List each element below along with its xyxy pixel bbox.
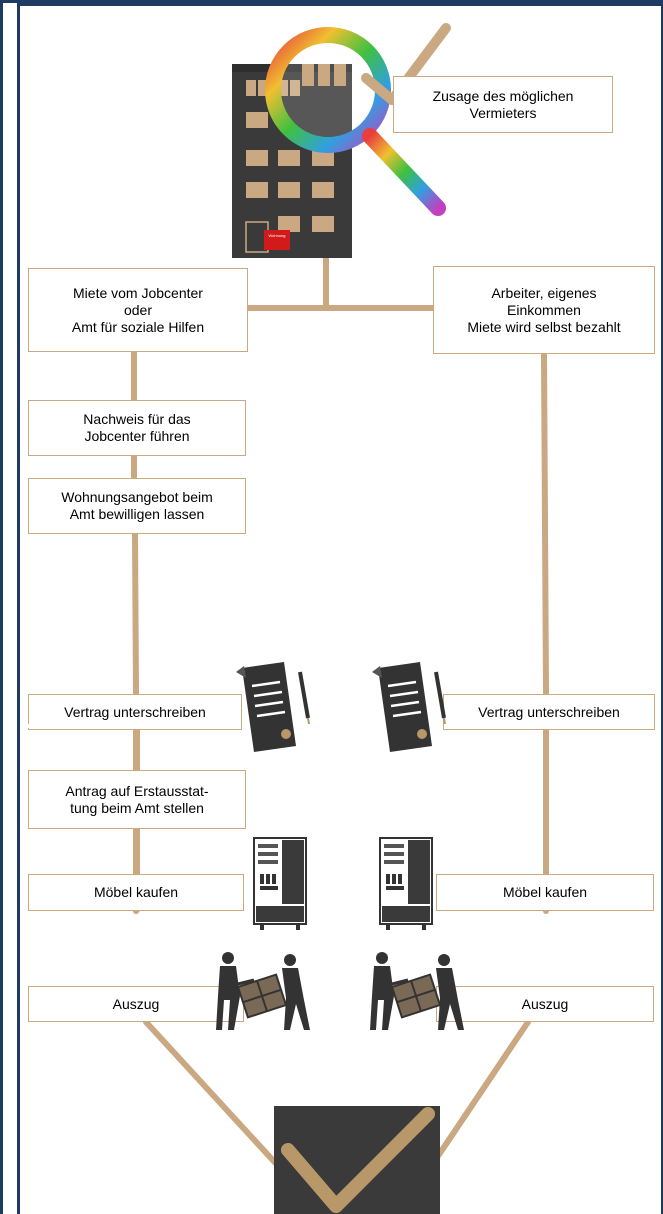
inner-border-top	[17, 3, 663, 6]
wardrobe-icon-right	[379, 837, 433, 930]
box-move-out-right: Auszug	[436, 986, 654, 1022]
left-diagonal	[143, 1019, 283, 1171]
box-sign-contract-right: Vertrag unterschreiben	[443, 694, 655, 730]
spacer-2	[28, 724, 40, 728]
outer-border-left	[0, 0, 3, 1214]
box-buy-furniture-right: Möbel kaufen	[436, 874, 654, 911]
right-line-1	[541, 351, 549, 697]
final-checkmark-box	[274, 1106, 440, 1214]
box-move-out-left: Auszug	[28, 986, 244, 1022]
left-line-3	[132, 531, 139, 697]
box-rent-jobcenter: Miete vom Jobcenter oder Amt für soziale…	[28, 268, 248, 352]
box-own-income: Arbeiter, eigenes Einkommen Miete wird s…	[433, 266, 655, 354]
checkmark-icon	[281, 1107, 435, 1213]
apartment-building-icon: Wohnung	[232, 64, 352, 258]
contract-icon-right	[372, 662, 446, 752]
box-approve-offer: Wohnungsangebot beim Amt bewilligen lass…	[28, 478, 246, 534]
outer-border-top	[0, 0, 663, 3]
movers-icon-right	[370, 952, 464, 1030]
inner-border-left	[17, 3, 20, 1214]
magnifier-icon	[265, 23, 451, 216]
box-furnishing-request: Antrag auf Erstausstat- tung beim Amt st…	[28, 770, 246, 829]
box-proof-jobcenter: Nachweis für das Jobcenter führen	[28, 400, 246, 456]
landlord-approval-box: Zusage des möglichen Vermieters	[393, 76, 613, 133]
outer-border-right	[661, 0, 663, 1214]
box-sign-contract-left: Vertrag unterschreiben	[28, 694, 242, 730]
svg-text:Wohnung: Wohnung	[268, 233, 285, 238]
movers-icon-left	[216, 952, 310, 1030]
box-buy-furniture-left: Möbel kaufen	[28, 874, 244, 911]
right-diagonal	[427, 1019, 531, 1171]
wardrobe-icon-left	[253, 837, 307, 930]
contract-icon-left	[236, 662, 310, 752]
